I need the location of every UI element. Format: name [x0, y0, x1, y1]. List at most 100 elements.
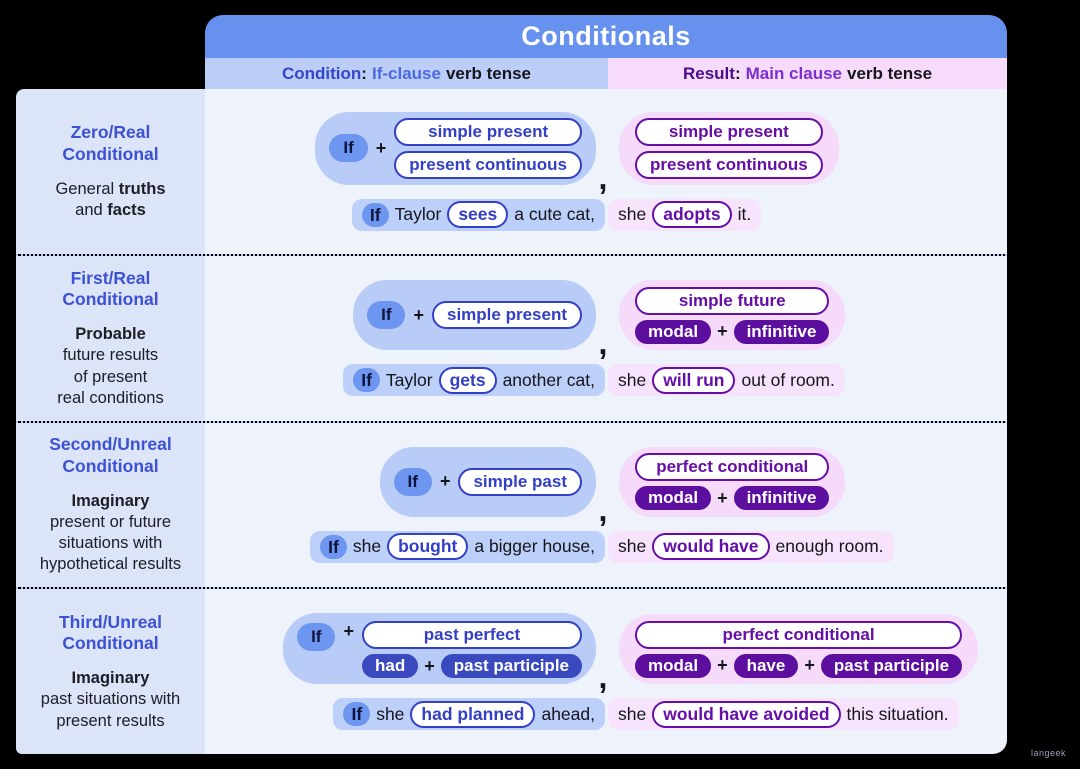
- comma-separator: ,: [598, 491, 608, 528]
- example-word: she: [618, 204, 647, 225]
- description-line: future results: [57, 345, 163, 366]
- pill-line: modal+have+past participle: [635, 653, 963, 678]
- pill-line: simple present: [635, 117, 823, 146]
- comma-separator: ,: [598, 659, 608, 696]
- plus-sign: +: [717, 655, 728, 676]
- pill-line: modal+infinitive: [635, 319, 830, 344]
- row-title-line: Conditional: [62, 289, 159, 310]
- tense-pill-simple-present: simple present: [394, 117, 582, 146]
- description-segment: Probable: [75, 325, 146, 344]
- verb-tense-label: verb tense: [445, 63, 531, 83]
- result-label: Result: [682, 63, 735, 83]
- circled-word-will-run: will run: [652, 366, 736, 394]
- colon: :: [734, 63, 741, 83]
- tense-pill-had: had: [361, 654, 419, 679]
- description-segment: General: [55, 179, 119, 198]
- pill-line: simple present: [432, 301, 582, 330]
- main-clause-label: Main clause: [745, 63, 842, 83]
- description-line: present results: [41, 711, 180, 732]
- tense-pill-stack: perfect conditional modal+have+past parti…: [635, 620, 963, 678]
- example-word: ahead,: [541, 703, 595, 724]
- if-badge: If: [343, 702, 371, 727]
- example-word: she: [618, 703, 647, 724]
- row-title-line: Conditional: [62, 633, 159, 654]
- tense-pill-modal: modal: [635, 319, 712, 344]
- example-word: a cute cat,: [514, 204, 595, 225]
- circled-word-gets: gets: [438, 366, 497, 394]
- tense-pill-simple-present: simple present: [635, 117, 823, 146]
- example-word: Taylor: [394, 204, 442, 225]
- circled-word-adopts: adopts: [652, 201, 732, 229]
- description-line: past situations with: [41, 689, 180, 710]
- pill-line: had+past participle: [361, 654, 582, 679]
- if-pill: If: [297, 623, 336, 652]
- tense-pill-perfect-conditional: perfect conditional: [635, 620, 963, 649]
- plus-sign: +: [343, 621, 354, 642]
- plus-sign: +: [717, 321, 728, 342]
- schema-result-side: perfect conditional modal+have+past parti…: [619, 614, 1007, 685]
- pill-line: perfect conditional: [635, 620, 963, 649]
- description-segment: hypothetical results: [39, 555, 182, 574]
- tense-pill-infinitive: infinitive: [733, 486, 830, 511]
- example-word: this situation.: [846, 703, 949, 724]
- chart-title-bar: Conditionals: [205, 15, 1007, 58]
- condition-schema-group: If + past perfect had+past participle: [283, 613, 596, 685]
- page-title: Conditionals: [521, 21, 691, 51]
- schema-condition-side: If + past perfect had+past participle: [205, 613, 596, 685]
- condition-label: Condition: [281, 63, 362, 83]
- schema-line: If + past perfect had+past participle, perfe…: [205, 613, 1007, 696]
- example-word: she: [376, 703, 405, 724]
- schema-condition-side: If+simple past: [205, 446, 596, 517]
- tense-pill-stack: simple past: [458, 467, 582, 496]
- example-word: a bigger house,: [474, 536, 595, 557]
- description-segment: situations with: [58, 534, 163, 553]
- tense-pill-past-perfect: past perfect: [361, 621, 582, 650]
- circled-word-bought: bought: [387, 533, 469, 561]
- description-segment: past situations with: [40, 690, 181, 709]
- if-pill: If: [367, 301, 406, 330]
- pill-line: past perfect: [361, 621, 582, 650]
- if-clause-label: If-clause: [371, 63, 441, 83]
- row-title-line: Conditional: [62, 143, 159, 164]
- example-word: another cat,: [502, 369, 595, 390]
- plus-sign: +: [717, 487, 728, 508]
- row-title-line: Third/Unreal: [58, 611, 163, 632]
- tense-pill-stack: past perfect had+past participle: [361, 621, 582, 679]
- plus-sign: +: [804, 655, 815, 676]
- column-header-condition: Condition: If-clause verb tense: [205, 58, 608, 89]
- column-header-result: Result: Main clause verb tense: [608, 58, 1007, 89]
- description-line: Imaginary: [40, 491, 181, 512]
- if-pill: If: [329, 134, 368, 163]
- description-line: General truths: [55, 179, 165, 200]
- tense-pill-simple-past: simple past: [458, 467, 582, 496]
- description-segment: present or future: [49, 513, 172, 532]
- plus-sign: +: [413, 304, 424, 325]
- row-title-line: First/Real: [70, 267, 151, 288]
